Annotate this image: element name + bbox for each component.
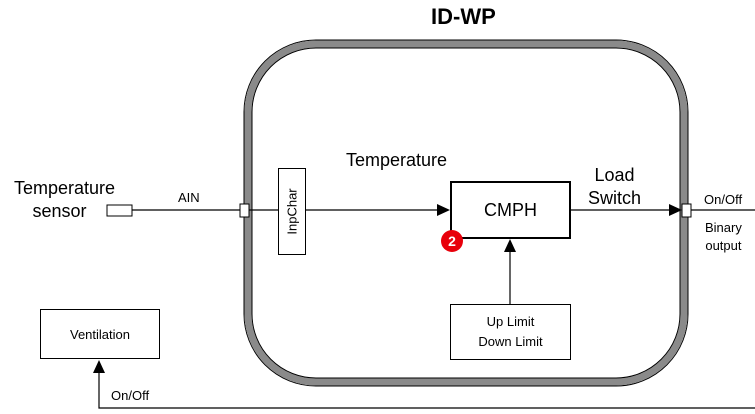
temperature-signal-label: Temperature bbox=[346, 150, 448, 170]
limits-arrow bbox=[504, 239, 516, 252]
load-switch-arrow bbox=[669, 204, 682, 216]
load-switch-line2: Switch bbox=[588, 188, 642, 208]
temperature-sensor-line1: Temperature bbox=[14, 178, 116, 198]
onoff-feedback-label: On/Off bbox=[111, 388, 150, 403]
inpchar-label: InpChar bbox=[284, 188, 300, 235]
id-wp-frame-inner bbox=[251, 47, 681, 379]
ventilation-block: Ventilation bbox=[40, 309, 160, 359]
temperature-sensor-label: Temperature sensor bbox=[14, 177, 115, 223]
inpchar-block: InpChar bbox=[278, 168, 306, 255]
onoff-output-label: On/Off bbox=[704, 192, 743, 207]
ain-label: AIN bbox=[178, 190, 200, 205]
feedback-arrow bbox=[93, 360, 105, 373]
binary-output-line2: output bbox=[705, 238, 742, 253]
diagram-title: ID-WP bbox=[431, 4, 496, 29]
binary-output-line1: Binary bbox=[705, 220, 742, 235]
cmph-label: CMPH bbox=[484, 199, 537, 220]
binary-output-label: Binary output bbox=[705, 219, 742, 255]
input-port bbox=[239, 203, 250, 218]
load-switch-label: Load Switch bbox=[588, 164, 641, 210]
output-port bbox=[681, 203, 692, 218]
step-marker: 2 bbox=[441, 230, 463, 252]
down-limit-label: Down Limit bbox=[478, 334, 543, 349]
load-switch-line1: Load bbox=[594, 165, 635, 185]
temperature-arrow bbox=[437, 204, 450, 216]
limits-block: Up Limit Down Limit bbox=[450, 304, 571, 360]
temperature-sensor-line2: sensor bbox=[32, 201, 87, 221]
ventilation-label: Ventilation bbox=[70, 326, 130, 342]
up-limit-label: Up Limit bbox=[486, 314, 535, 329]
feedback-line bbox=[98, 370, 755, 409]
cmph-block: CMPH bbox=[450, 181, 571, 239]
